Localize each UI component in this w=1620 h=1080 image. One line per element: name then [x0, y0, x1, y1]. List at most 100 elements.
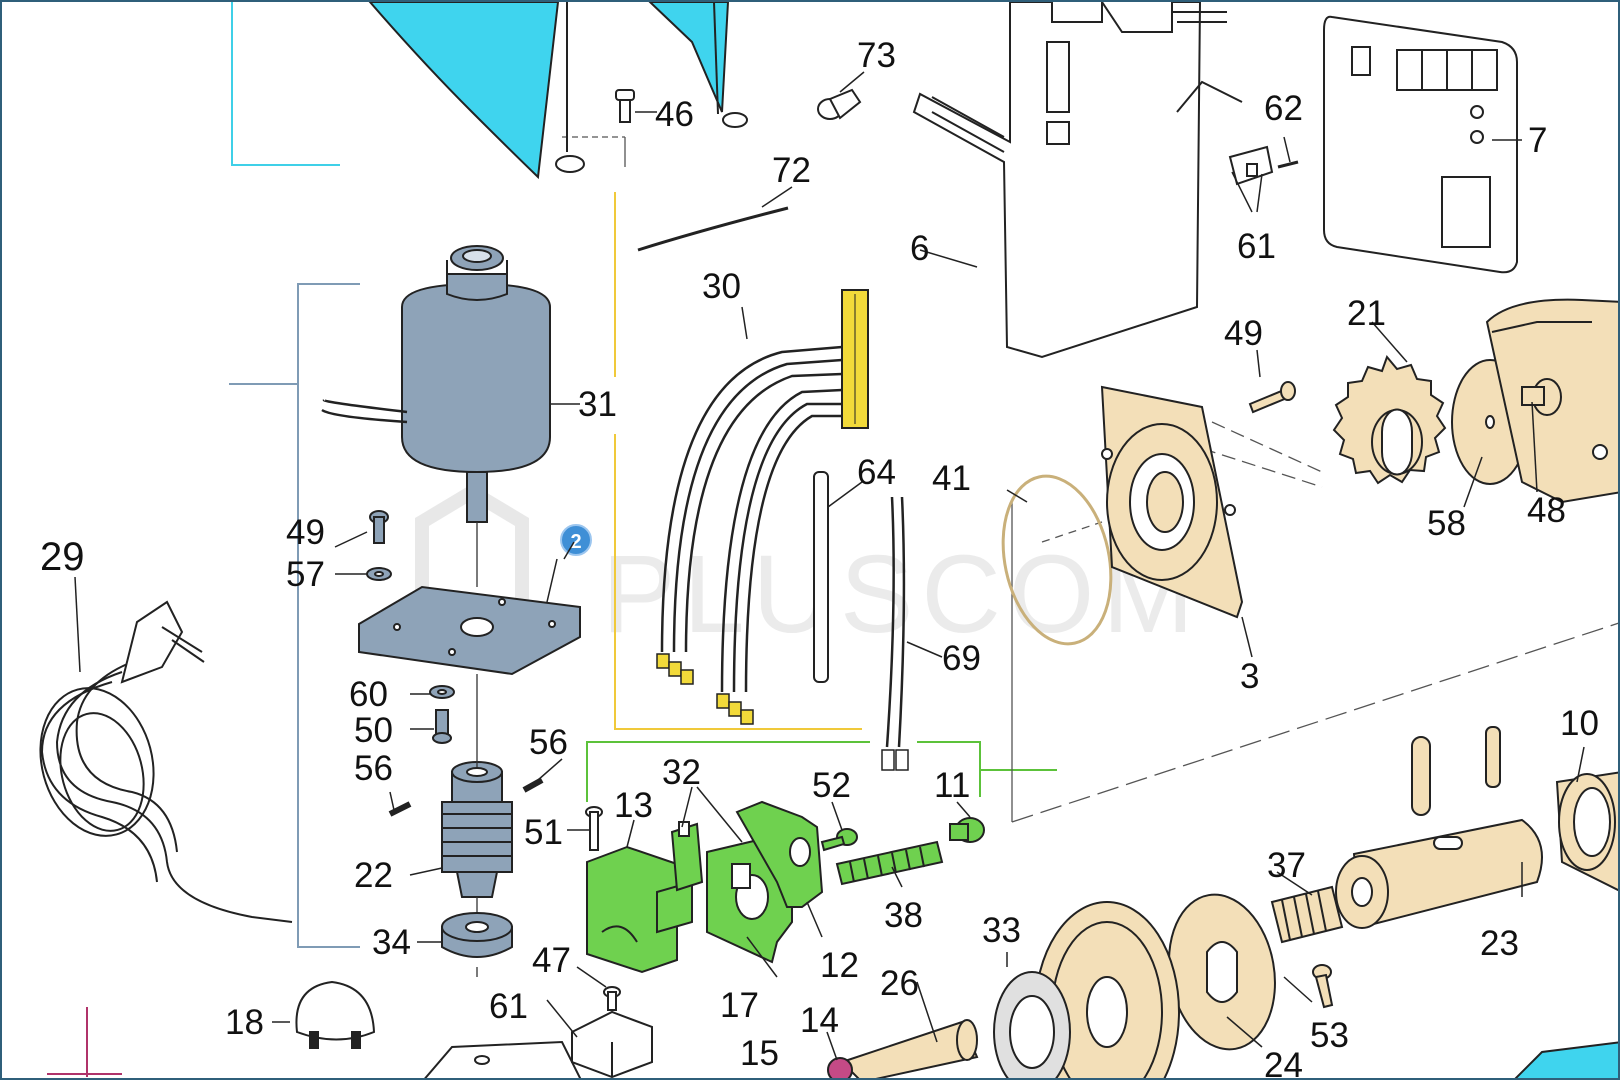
power-cord-29 [39, 600, 293, 923]
label-57: 57 [286, 555, 325, 594]
motor-plate-2 [358, 585, 581, 676]
label-69: 69 [942, 639, 981, 678]
label-52: 52 [812, 766, 851, 805]
label-34: 34 [372, 923, 411, 962]
label-38: 38 [884, 896, 923, 935]
screw-53 [1312, 964, 1334, 1009]
bearing-34 [441, 912, 513, 958]
motor-31 [321, 245, 551, 523]
part-14 [827, 1057, 853, 1078]
label-33: 33 [982, 911, 1021, 950]
group-bracket-magenta [47, 1007, 122, 1077]
watermark-text: PLUSCOM [602, 533, 1202, 656]
rod-64 [813, 471, 829, 683]
cap-73 [817, 88, 862, 120]
label-64: 64 [857, 453, 896, 492]
group-bracket-green [586, 741, 1057, 802]
label-32: 32 [662, 753, 701, 792]
label-13: 13 [614, 786, 653, 825]
cap-18 [295, 980, 376, 1049]
label-10: 10 [1560, 704, 1599, 743]
screw-62 [1277, 160, 1299, 169]
label-58: 58 [1427, 504, 1466, 543]
label-17: 17 [720, 986, 759, 1025]
label-7: 7 [1528, 121, 1547, 160]
screw-46 [615, 89, 635, 123]
label-56-right: 56 [529, 723, 568, 762]
screw-52 [820, 828, 858, 852]
watermark: PLUSCOM [415, 483, 1202, 656]
screw-47 [603, 986, 621, 1011]
worm-coupling-22 [441, 761, 513, 898]
badge-number: 2 [570, 531, 581, 553]
washer-60 [429, 685, 455, 699]
spring-37 [1270, 885, 1344, 944]
label-22: 22 [354, 856, 393, 895]
screw-51 [585, 806, 603, 851]
label-24: 24 [1264, 1046, 1303, 1080]
switch-61-bottom [571, 1010, 653, 1078]
washer-57 [366, 567, 392, 581]
label-21: 21 [1347, 294, 1386, 333]
clutch-disc-24 [1168, 893, 1276, 1051]
limit-switch-13 [586, 845, 693, 974]
label-46: 46 [655, 95, 694, 134]
label-12: 12 [820, 946, 859, 985]
screw-50 [432, 709, 452, 744]
label-50: 50 [354, 711, 393, 750]
group-bracket-blue [229, 283, 360, 948]
label-61-top: 61 [1237, 227, 1276, 266]
cable-69 [881, 496, 909, 771]
label-30: 30 [702, 267, 741, 306]
cyan-corner-part [1514, 1041, 1618, 1078]
label-15: 15 [740, 1034, 779, 1073]
switch-61-top [1228, 145, 1274, 186]
label-11: 11 [934, 766, 970, 805]
leader-lines [74, 71, 1585, 1061]
label-61-bottom: 61 [489, 987, 528, 1026]
label-23: 23 [1480, 924, 1519, 963]
control-box-7 [1323, 15, 1518, 274]
label-56-left: 56 [354, 749, 393, 788]
label-41: 41 [932, 459, 971, 498]
gasket-41 [1001, 474, 1113, 646]
wire-72 [637, 206, 789, 252]
label-26: 26 [880, 964, 919, 1003]
switch-plate-12 [735, 800, 824, 908]
label-60: 60 [349, 675, 388, 714]
part-labels: 46 73 72 6 62 61 7 30 31 64 41 69 3 49 2… [40, 36, 1599, 1080]
label-48: 48 [1527, 491, 1566, 530]
label-49-left: 49 [286, 513, 325, 552]
label-31: 31 [578, 385, 617, 424]
label-3: 3 [1240, 657, 1259, 696]
gear-33 [993, 901, 1180, 1078]
set-screw-56-left [388, 801, 412, 817]
label-51: 51 [524, 813, 563, 852]
label-47: 47 [532, 941, 571, 980]
group-bracket-yellow [614, 192, 862, 730]
housing-bottom [424, 1040, 582, 1078]
callout-badge[interactable]: 2 [560, 524, 592, 556]
cyan-housing-part [368, 2, 748, 180]
label-6: 6 [910, 229, 929, 268]
spring-38 [835, 840, 944, 886]
label-49-right: 49 [1224, 314, 1263, 353]
screw-49-left [369, 510, 389, 544]
flange-plate-3 [1100, 385, 1244, 619]
label-72: 72 [772, 151, 811, 190]
group-bracket-cyan [231, 2, 340, 166]
shaft-23 [1335, 818, 1543, 929]
key-pins [1411, 726, 1501, 816]
label-37: 37 [1267, 846, 1306, 885]
label-29: 29 [40, 535, 85, 579]
worm-shaft-26 [840, 1019, 979, 1078]
screw-49-right [1248, 381, 1296, 414]
bushing-10 [1555, 771, 1618, 892]
wiring-harness-30 [656, 289, 869, 725]
column-6 [912, 2, 1243, 359]
label-73: 73 [857, 36, 896, 75]
label-53: 53 [1310, 1016, 1349, 1055]
micro-switch-32a [670, 821, 704, 892]
